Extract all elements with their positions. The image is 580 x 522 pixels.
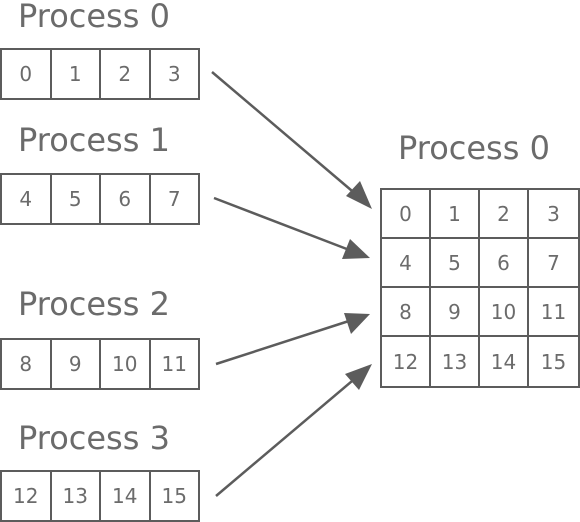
matrix-cell: 14 xyxy=(480,337,529,386)
array-cell: 8 xyxy=(2,340,52,388)
target-matrix: 0 1 2 3 4 5 6 7 8 9 10 11 12 13 14 15 xyxy=(380,188,580,388)
array-cell: 9 xyxy=(52,340,101,388)
array-cell: 10 xyxy=(101,340,151,388)
source-array-process-1: 4 5 6 7 xyxy=(0,173,200,225)
matrix-cell: 15 xyxy=(540,349,567,374)
matrix-cell: 12 xyxy=(382,337,431,386)
matrix-cell: 0 xyxy=(382,190,431,239)
target-label-process-0: Process 0 xyxy=(398,129,550,167)
matrix-cell: 13 xyxy=(431,337,480,386)
array-cell: 1 xyxy=(52,50,101,98)
source-label-process-3: Process 3 xyxy=(18,419,170,457)
source-array-process-3: 12 13 14 15 xyxy=(0,470,200,522)
matrix-cell: 4 xyxy=(382,239,431,288)
array-cell: 2 xyxy=(101,50,151,98)
array-cell: 7 xyxy=(167,187,181,211)
arrow-process-1 xyxy=(213,196,370,259)
array-cell: 3 xyxy=(167,62,181,86)
source-label-process-1: Process 1 xyxy=(18,121,170,159)
array-cell: 14 xyxy=(101,472,151,520)
matrix-cell: 9 xyxy=(431,288,480,337)
source-label-process-2: Process 2 xyxy=(18,285,170,323)
array-cell: 5 xyxy=(52,175,101,223)
matrix-cell: 6 xyxy=(480,239,529,288)
source-label-process-0: Process 0 xyxy=(18,0,170,35)
array-cell: 4 xyxy=(2,175,52,223)
matrix-cell: 7 xyxy=(529,239,578,288)
arrow-process-0 xyxy=(211,71,372,209)
matrix-cell: 8 xyxy=(382,288,431,337)
array-cell: 13 xyxy=(52,472,101,520)
source-array-process-2: 8 9 10 11 xyxy=(0,338,200,390)
matrix-cell: 5 xyxy=(431,239,480,288)
matrix-cell: 3 xyxy=(529,190,578,239)
arrow-process-3 xyxy=(215,364,372,497)
array-cell: 6 xyxy=(101,175,151,223)
matrix-cell: 2 xyxy=(480,190,529,239)
array-cell: 0 xyxy=(2,50,52,98)
array-cell: 12 xyxy=(2,472,52,520)
array-cell: 11 xyxy=(161,352,187,376)
array-cell: 15 xyxy=(161,484,187,508)
arrow-process-2 xyxy=(215,313,370,366)
matrix-cell: 10 xyxy=(480,288,529,337)
matrix-cell: 1 xyxy=(431,190,480,239)
matrix-cell: 11 xyxy=(529,288,578,337)
source-array-process-0: 0 1 2 3 xyxy=(0,48,200,100)
